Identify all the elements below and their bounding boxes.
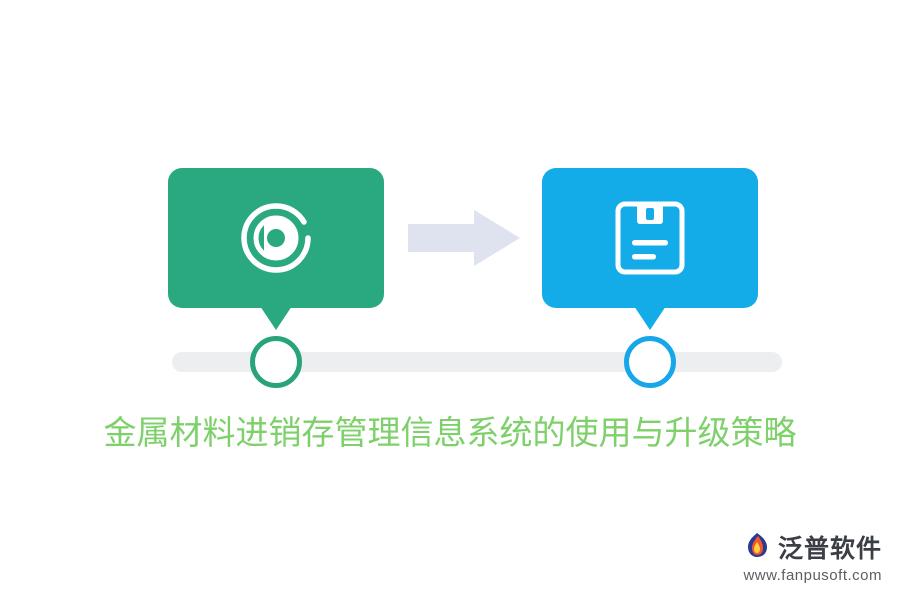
card-pointer-2 (634, 306, 666, 330)
watermark-brand-row: 泛普软件 (742, 529, 882, 565)
watermark-brand: 泛普软件 (777, 535, 882, 563)
step-card-2[interactable] (542, 168, 758, 330)
fanpu-flame-logo-icon (742, 532, 772, 562)
circular-arrow-icon (168, 168, 384, 308)
right-arrow-icon (408, 208, 524, 268)
watermark-url: www.fanpusoft.com (743, 567, 882, 584)
timeline-node-2[interactable] (624, 336, 676, 388)
card-pointer-1 (260, 306, 292, 330)
document-save-icon (542, 168, 758, 308)
watermark: 泛普软件 www.fanpusoft.com (742, 529, 882, 584)
page-title: 金属材料进销存管理信息系统的使用与升级策略 (103, 414, 797, 451)
timeline-node-1[interactable] (250, 336, 302, 388)
step-card-1[interactable] (168, 168, 384, 330)
